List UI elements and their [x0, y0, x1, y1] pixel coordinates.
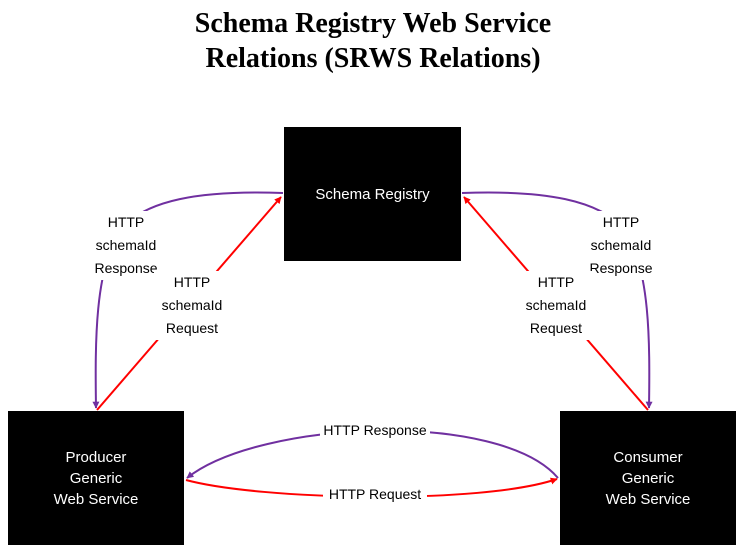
node-producer-line-2: Generic	[69, 469, 123, 487]
node-producer-line-1: Producer	[65, 448, 127, 466]
title-line-2: Relations (SRWS Relations)	[205, 43, 541, 74]
edge-label-left-response: HTTP schemaId Response	[88, 211, 164, 280]
edge-label-right-response: HTTP schemaId Response	[583, 211, 659, 280]
edge-label-right-request: HTTP schemaId Request	[518, 271, 594, 340]
node-consumer-line-1: Consumer	[613, 448, 683, 466]
edge-label-right-response-line-2: schemaId	[590, 237, 652, 253]
node-producer-line-3: Web Service	[53, 490, 139, 508]
edge-label-left-response-line-2: schemaId	[95, 237, 157, 253]
edge-label-bottom-request: HTTP Request	[323, 484, 427, 504]
diagram-title: Schema Registry Web Service Relations (S…	[0, 6, 746, 76]
edge-label-bottom-response: HTTP Response	[320, 420, 430, 440]
node-consumer-web-service: Consumer Generic Web Service	[560, 411, 736, 545]
node-producer-web-service: Producer Generic Web Service	[8, 411, 184, 545]
edge-label-right-response-line-3: Response	[589, 260, 653, 276]
edge-label-left-request: HTTP schemaId Request	[154, 271, 230, 340]
node-consumer-line-3: Web Service	[605, 490, 691, 508]
edge-label-left-response-line-1: HTTP	[107, 214, 145, 230]
edge-label-right-request-line-2: schemaId	[525, 297, 587, 313]
edge-label-left-request-line-3: Request	[165, 320, 219, 336]
node-consumer-line-2: Generic	[621, 469, 675, 487]
edge-label-left-response-line-3: Response	[94, 260, 158, 276]
title-line-1: Schema Registry Web Service	[194, 8, 552, 39]
node-schema-registry: Schema Registry	[284, 127, 461, 261]
edge-label-right-request-line-3: Request	[529, 320, 583, 336]
edge-label-right-request-line-1: HTTP	[537, 274, 575, 290]
edge-label-left-request-line-2: schemaId	[161, 297, 223, 313]
node-schema-registry-label: Schema Registry	[315, 185, 430, 203]
edge-label-right-response-line-1: HTTP	[602, 214, 640, 230]
edge-label-left-request-line-1: HTTP	[173, 274, 211, 290]
